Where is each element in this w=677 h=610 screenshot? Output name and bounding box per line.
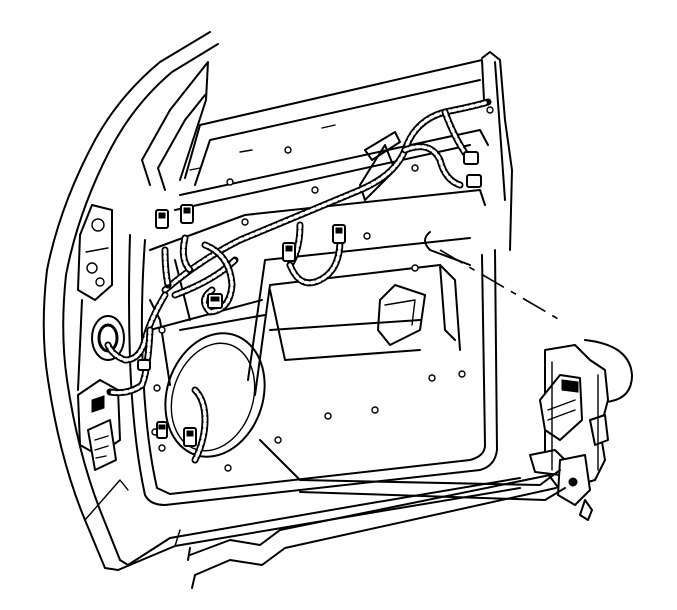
door-frame [42,31,521,571]
door-lock-module [529,344,609,521]
detail-callout [439,249,633,403]
inner-door-panel [128,106,498,506]
wiring-harness [104,98,492,464]
electrical-connectors [137,151,482,447]
speaker-opening [164,332,266,458]
window-frame [141,51,513,251]
lock-rods [187,439,566,589]
hinge-assembly [77,204,125,471]
